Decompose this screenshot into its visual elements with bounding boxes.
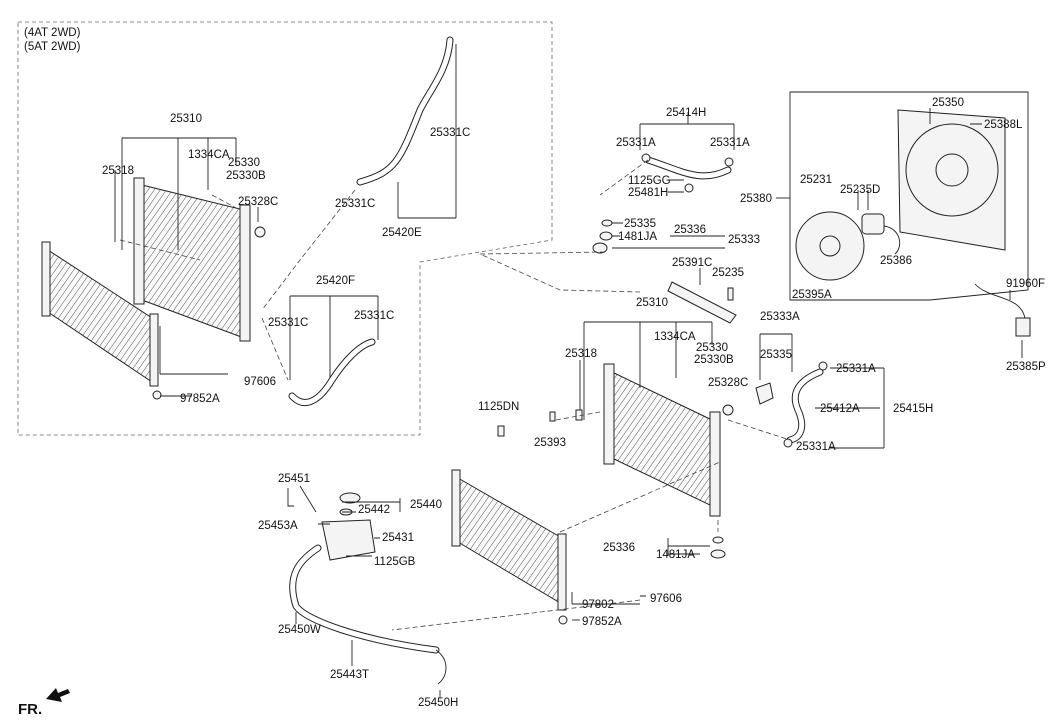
- hose-25412a: [783, 361, 828, 448]
- part-label: 25331C: [354, 310, 394, 322]
- part-labels: 25310 1334CA 25330 25330B 25318 25328C 2…: [102, 97, 1046, 709]
- part-label: 25331C: [335, 198, 375, 210]
- part-label: 25453A: [258, 520, 298, 532]
- bolt-25235: [727, 287, 734, 301]
- part-label: 25414H: [666, 107, 706, 119]
- part-label: 25328C: [708, 377, 748, 389]
- hose-25443t: [289, 544, 447, 685]
- part-label: 25451: [278, 473, 310, 485]
- front-arrow-icon: [46, 688, 70, 702]
- part-label: 25333: [728, 234, 760, 246]
- cap-25333a: [755, 382, 774, 405]
- part-label: 25395A: [792, 289, 832, 301]
- part-label: 25235D: [840, 184, 880, 196]
- part-label: 25450W: [278, 624, 321, 636]
- part-label: 25331A: [836, 363, 876, 375]
- part-label: 25380: [740, 193, 772, 205]
- part-label: 25328C: [238, 196, 278, 208]
- part-label: 25330B: [226, 170, 266, 182]
- part-label: 25420E: [382, 227, 422, 239]
- part-label: 25235: [712, 267, 744, 279]
- part-label: 1334CA: [188, 149, 230, 161]
- part-label: 97852A: [582, 616, 622, 628]
- cap-25333: [592, 219, 613, 254]
- part-label: 1125DN: [478, 401, 519, 413]
- part-label: 25450H: [418, 697, 458, 709]
- part-label: 25385P: [1006, 361, 1046, 373]
- part-label: 25335: [624, 218, 656, 230]
- part-label: 25481H: [628, 187, 668, 199]
- condenser-lower: [451, 469, 568, 625]
- part-label: 25440: [410, 499, 442, 511]
- bracket-25393: [497, 409, 583, 437]
- fan-assembly-box: [789, 91, 1031, 337]
- condenser-upper: [41, 241, 162, 400]
- part-label: 25331A: [796, 441, 836, 453]
- part-label: 25443T: [330, 669, 369, 681]
- part-label: 25333A: [760, 311, 800, 323]
- part-label: 25415H: [893, 403, 933, 415]
- reservoir-25431: [287, 488, 376, 561]
- part-label: 25393: [534, 437, 566, 449]
- part-label: 25420F: [316, 275, 355, 287]
- variant-note-5at: (5AT 2WD): [24, 41, 81, 53]
- part-label: 1481JA: [656, 549, 695, 561]
- part-label: 25231: [800, 174, 832, 186]
- variant-note-4at: (4AT 2WD): [24, 27, 81, 39]
- part-label: 25336: [674, 224, 706, 236]
- part-label: 97852A: [180, 393, 220, 405]
- part-label: 25350: [932, 97, 964, 109]
- part-label: 25386: [880, 255, 912, 267]
- part-label: 25318: [565, 348, 597, 360]
- part-label: 97606: [244, 376, 276, 388]
- variant-section-box: [17, 21, 553, 436]
- front-label: FR.: [18, 701, 42, 718]
- part-label: 25442: [358, 504, 390, 516]
- part-label: 1481JA: [618, 231, 657, 243]
- part-label: 25310: [636, 297, 668, 309]
- part-label: 25336: [603, 542, 635, 554]
- part-label: 25310: [170, 113, 202, 125]
- part-label: 25391C: [672, 257, 712, 269]
- part-label: 91960F: [1006, 278, 1045, 290]
- part-label: 25331C: [430, 127, 470, 139]
- part-label: 25431: [382, 532, 414, 544]
- leaders-upper-left: [114, 44, 457, 397]
- hose-25420f: [288, 338, 376, 406]
- part-label: 25330B: [694, 354, 734, 366]
- part-label: 25318: [102, 165, 134, 177]
- radiator-upper: [133, 177, 266, 342]
- part-label: 25330: [696, 342, 728, 354]
- part-label: 1334CA: [654, 331, 696, 343]
- part-label: 97802: [582, 599, 614, 611]
- part-label: 25331C: [268, 317, 308, 329]
- part-label: 25412A: [820, 403, 860, 415]
- part-label: 25330: [228, 157, 260, 169]
- part-label: 25335: [760, 349, 792, 361]
- part-label: 25331A: [710, 137, 750, 149]
- bracket-25391c: [667, 281, 737, 324]
- part-label: 25331A: [616, 137, 656, 149]
- part-label: 97606: [650, 593, 682, 605]
- part-label: 25388L: [984, 119, 1023, 131]
- part-label: 1125GB: [374, 556, 416, 568]
- seals-lower: [710, 536, 726, 559]
- hose-25420e: [356, 36, 454, 186]
- part-label: 1125GG: [628, 175, 671, 187]
